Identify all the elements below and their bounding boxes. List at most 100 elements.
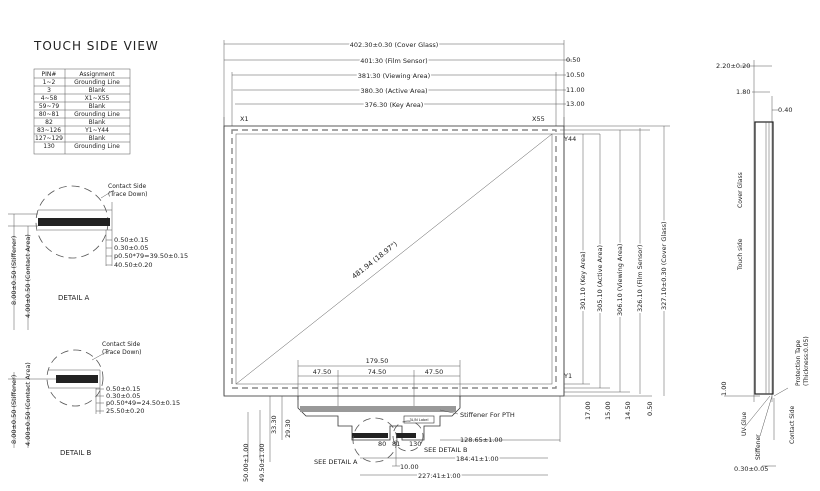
see-detail-b-circle xyxy=(392,420,424,452)
assignment-cell: Grounding Line xyxy=(74,143,120,150)
left-dim: 33.30 xyxy=(270,415,278,434)
assignment-cell: X1~X55 xyxy=(85,95,110,102)
right-offset: 13.00 xyxy=(566,100,585,108)
top-dim-bg: 376.30 (Key Area) xyxy=(365,101,424,109)
vert-dim-key-area: 301.10 (Key Area) xyxy=(579,251,587,310)
side-bottom-dim: 0.30±0.05 xyxy=(734,465,768,473)
top-dim-bg: 380.30 (Active Area) xyxy=(360,87,427,95)
assignment-cell: Grounding Line xyxy=(74,79,120,86)
film-sensor-outline xyxy=(231,129,557,389)
bottom-offset: 15.00 xyxy=(604,401,612,420)
vert-dim-bg: 327.10±0.30 (Cover Glass) xyxy=(660,222,668,311)
connector-a xyxy=(352,433,388,438)
assignment-cell: Blank xyxy=(89,87,106,94)
assignment-cell: Grounding Line xyxy=(74,111,120,118)
detail-b-contact-dim: 4.00±0.50 (Contact Area) xyxy=(24,362,32,446)
stiffener-label: Stiffener For PTH xyxy=(460,411,515,419)
tail-dim: 47.50 xyxy=(313,368,332,376)
vert-dim-viewing-area: 306.10 (Viewing Area) xyxy=(616,244,624,316)
stiffener-bar xyxy=(300,406,456,412)
side-label-thickness: (Thickness:0.05) xyxy=(803,336,810,386)
vert-dim-bg: 306.10 (Viewing Area) xyxy=(616,244,624,316)
detail-b-label: DETAIL B xyxy=(60,449,92,457)
top-dim-film-sensor: 401.30 (Film Sensor) xyxy=(360,57,427,65)
bottom-offset: 0.50 xyxy=(646,402,654,416)
pin-cell: 3 xyxy=(47,87,51,94)
pin-130: 130 xyxy=(409,440,421,448)
vert-dim-bg: 301.10 (Key Area) xyxy=(579,251,587,310)
detail-a: Contact Side (Trace Down) 0.50±0.15 0.30… xyxy=(8,183,188,330)
corner-y44: Y44 xyxy=(563,135,576,143)
pin-cell: 130 xyxy=(43,143,55,150)
fpc-tail: 179.50 47.50 74.50 47.50 3L/N Label Stif… xyxy=(297,357,515,463)
detail-b: Contact Side (Trace Down) 0.50±0.15 0.30… xyxy=(8,341,180,457)
detail-b-stiffener-dim: 8.00±0.50 (Stiffener) xyxy=(10,375,18,444)
bottom-left-dim: 50.00±1.00 xyxy=(242,443,250,482)
vert-dim-film-sensor: 326.10 (Film Sensor) xyxy=(636,245,644,312)
detail-a-contact-side: Contact Side xyxy=(108,183,147,190)
detail-b-connector xyxy=(56,375,98,383)
bottom-left-dim: 49.50±1.00 xyxy=(258,443,266,482)
detail-a-dim: 0.50±0.15 xyxy=(114,236,148,244)
pin-cell: 127~129 xyxy=(35,135,63,142)
pin-80: 80 xyxy=(378,440,386,448)
detail-a-dim: p0.50*79=39.50±0.15 xyxy=(114,252,188,260)
side-label-touch-side: Touch side xyxy=(737,238,744,271)
pin-cell: 82 xyxy=(45,119,53,126)
tail-label-box xyxy=(403,415,435,424)
vert-dim-bg: 326.10 (Film Sensor) xyxy=(636,245,644,312)
vert-dim-bg: 305.10 (Active Area) xyxy=(596,245,604,312)
assignment-header: Assignment xyxy=(79,71,115,78)
bottom-dim: 227.41±1.00 xyxy=(418,472,461,480)
right-offset: 0.50 xyxy=(566,56,580,64)
top-dim-cover-glass: 402.30±0.30 (Cover Glass) xyxy=(350,41,439,49)
detail-a-stiffener-dim: 8.00±0.50 (Stiffener) xyxy=(10,236,18,305)
top-dim-key-area: 376.30 (Key Area) xyxy=(365,101,424,109)
see-detail-a-label: SEE DETAIL A xyxy=(314,458,358,466)
bottom-dim-bg: 227.41±1.00 xyxy=(418,472,461,480)
pin-cell: 4~58 xyxy=(41,95,58,102)
assignment-cell: Blank xyxy=(89,135,106,142)
detail-b-dim: 0.30±0.05 xyxy=(106,392,140,400)
small-dim-10: 10.00 xyxy=(400,463,419,471)
bottom-offset: 14.50 xyxy=(624,401,632,420)
detail-b-circle xyxy=(46,349,104,407)
side-label-stiffener: Stiffener xyxy=(755,434,762,460)
right-offset: 10.50 xyxy=(566,71,585,79)
pin-cell: 59~79 xyxy=(39,103,59,110)
detail-b-dim: p0.50*49=24.50±0.15 xyxy=(106,399,180,407)
side-left-dim: 1.00 xyxy=(720,382,728,396)
top-dim-bg: 401.30 (Film Sensor) xyxy=(360,57,427,65)
vert-dim-cover-glass: 327.10±0.30 (Cover Glass) xyxy=(660,222,668,311)
side-label-cover-glass: Cover Glass xyxy=(737,172,744,208)
top-dim-active-area: 380.30 (Active Area) xyxy=(360,87,427,95)
corner-x55: X55 xyxy=(532,115,545,123)
see-detail-b-label: SEE DETAIL B xyxy=(424,446,468,454)
pin-header: PIN# xyxy=(42,71,57,78)
left-dim: 29.30 xyxy=(284,419,292,438)
tail-dim: 179.50 xyxy=(366,357,389,365)
bottom-offset: 17.00 xyxy=(584,401,592,420)
page-title: TOUCH SIDE VIEW xyxy=(33,39,159,53)
pin-cell: 1~2 xyxy=(43,79,56,86)
side-label-contact-side: Contact Side xyxy=(789,405,796,444)
side-label-uv-glue: UV Glue xyxy=(741,411,748,436)
side-label-protection-tape: Protection Tape xyxy=(795,340,802,386)
top-dim-bg: 402.30±0.30 (Cover Glass) xyxy=(350,41,439,49)
detail-b-trace-down: (Trace Down) xyxy=(102,349,142,356)
see-detail-a-circle xyxy=(352,417,398,463)
pin-cell: 80~81 xyxy=(39,111,59,118)
pin-table: PIN# Assignment 1~2 Grounding Line 3 Bla… xyxy=(33,68,131,155)
right-offset: 11.00 xyxy=(566,86,585,94)
diagonal-line xyxy=(235,133,553,385)
corner-x1: X1 xyxy=(240,115,249,123)
cover-glass-outline xyxy=(223,125,565,397)
top-dim-bg: 381.30 (Viewing Area) xyxy=(358,72,430,80)
viewing-area-outline xyxy=(235,133,553,385)
detail-a-trace-down: (Trace Down) xyxy=(108,191,148,198)
detail-a-dim: 0.30±0.05 xyxy=(114,244,148,252)
corner-y1: Y1 xyxy=(563,372,572,380)
side-dim: 1.80 xyxy=(736,88,750,96)
detail-a-label: DETAIL A xyxy=(58,294,90,302)
